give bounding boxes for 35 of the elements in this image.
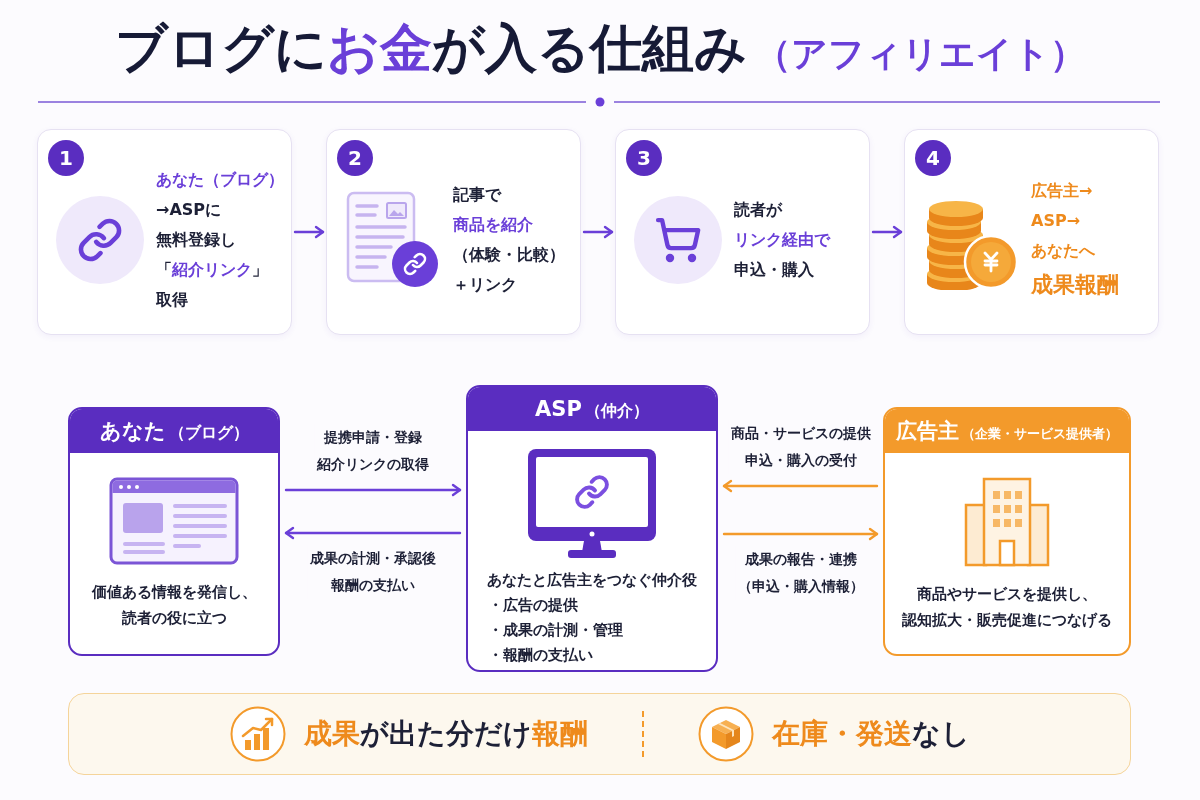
role-card [883,407,1131,656]
card-description: あなたと広告主をつなぐ仲介役 [486,570,698,591]
step-description: 記事で商品を紹介（体験・比較）＋リンク [453,184,566,296]
summary-banner [68,693,1131,775]
arrow [582,225,614,239]
arrow [293,225,325,239]
arrow [722,479,879,493]
card-description: 商品やサービスを提供し、認知拡大・販売促進につなげる [901,584,1113,631]
bullet-item: ・成果の計測・管理 [488,620,623,641]
arrow [284,526,462,540]
step-number: 3 [626,140,662,176]
banner-text: 成果が出た分だけ報酬 [303,716,588,752]
card-title: あなた（ブログ） [70,409,278,453]
role-card [68,407,280,656]
step-description: あなた（ブログ）→ASPに無料登録し「紹介リンク」取得 [156,169,285,311]
step-card [326,129,581,335]
step-number: 1 [48,140,84,176]
bullet-item: ・報酬の支払い [488,645,593,666]
arrow [722,527,879,541]
card-title: 広告主（企業・サービス提供者） [885,409,1129,453]
arrow [284,483,462,497]
step-description: 読者がリンク経由で申込・購入 [734,199,832,281]
step-number: 4 [915,140,951,176]
step-card [615,129,870,335]
banner-text: 在庫・発送なし [771,716,970,752]
bullet-item: ・広告の提供 [488,595,578,616]
step-card [904,129,1159,335]
card-description: 価値ある情報を発信し、読者の役に立つ [90,582,258,629]
step-card [37,129,292,335]
step-number: 2 [337,140,373,176]
arrow [871,225,903,239]
step-description: 広告主→ASP→あなたへ成果報酬 [1031,180,1120,299]
role-card [466,385,718,672]
page-title: ブログにお金が入る仕組み（アフィリエイト） [113,17,1087,80]
card-title: ASP（仲介） [468,387,716,431]
